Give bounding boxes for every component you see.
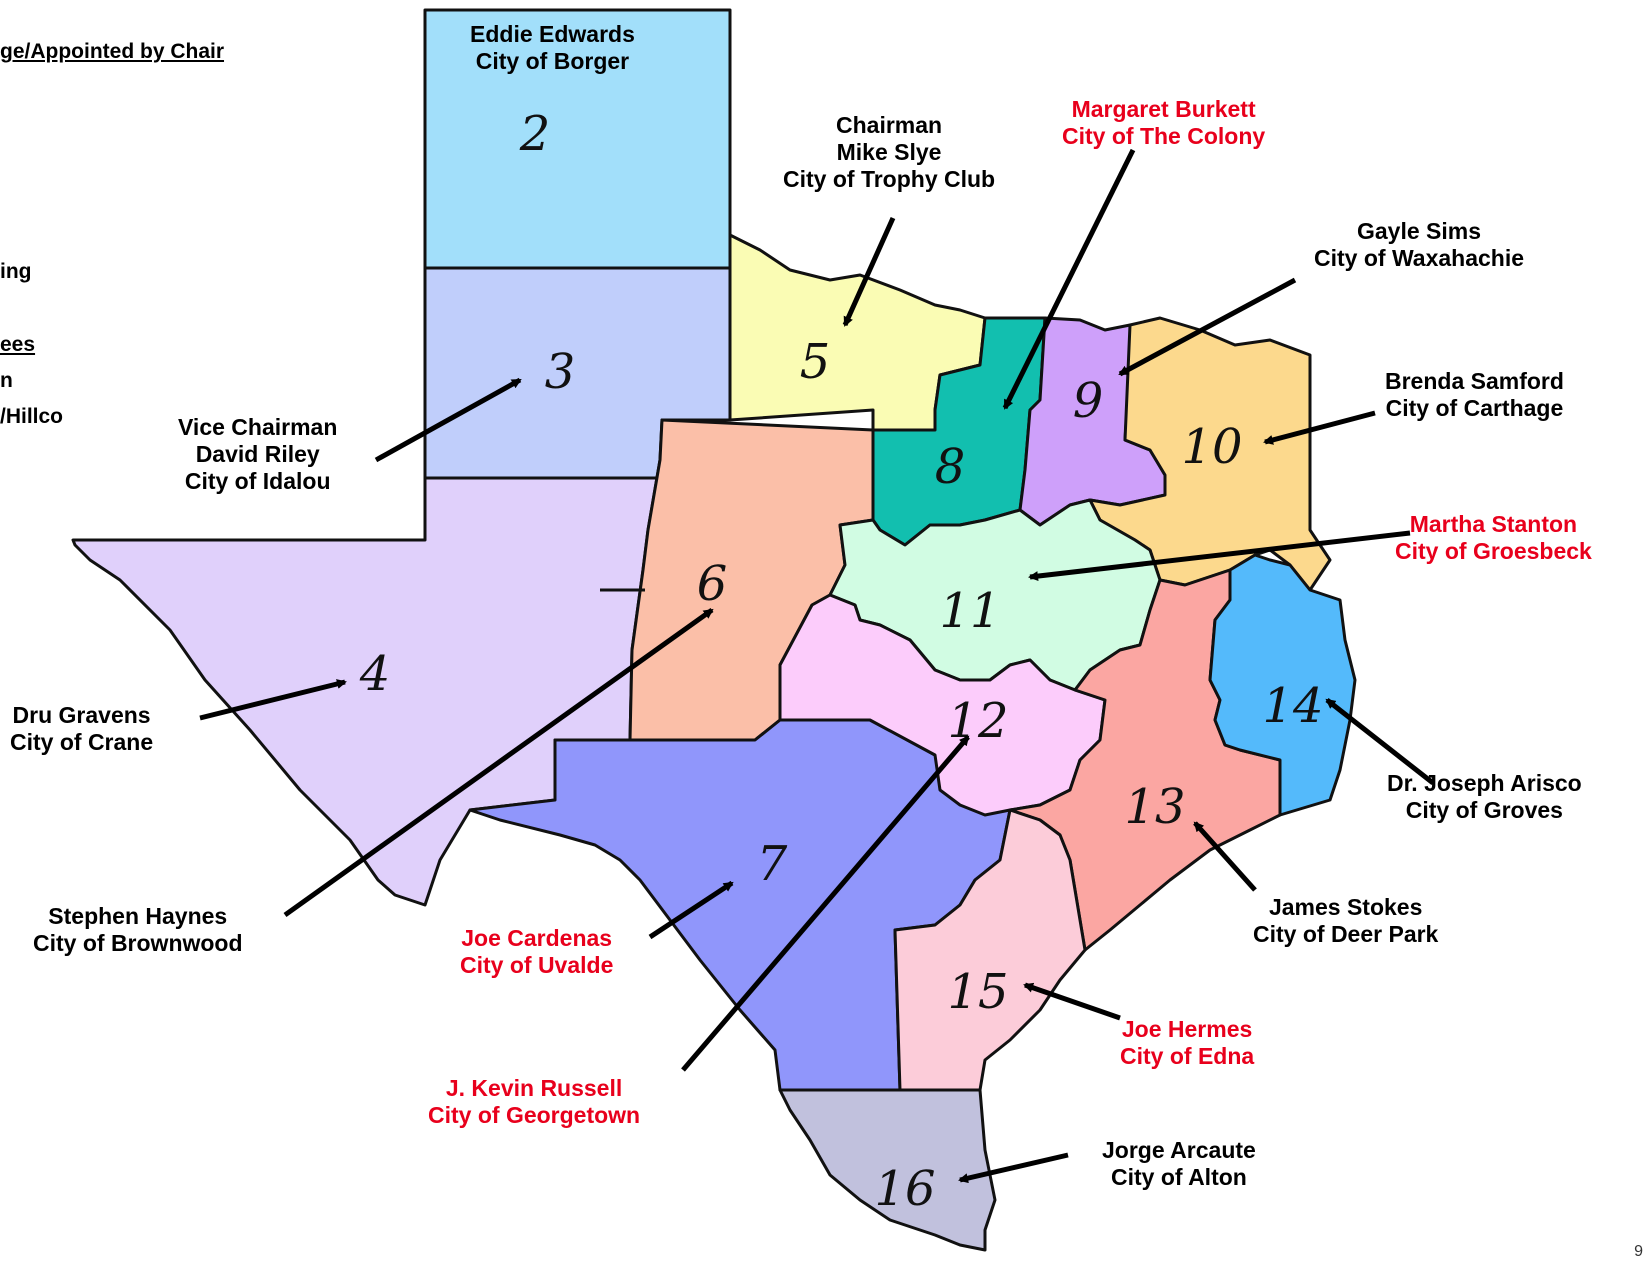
region-number-11: 15 [947,964,1008,1020]
label-region-2: Eddie Edwards City of Borger [470,21,635,75]
label-region-16: Dr. Joseph Arisco City of Groves [1387,770,1582,824]
label-region-12: Jorge Arcaute City of Alton [1102,1137,1256,1191]
arrow-region-5 [842,216,896,327]
label-region-15: Brenda Samford City of Carthage [1385,368,1564,422]
label-city: City of Waxahachie [1314,245,1525,271]
region-16[interactable] [1208,553,1357,817]
label-name: Gayle Sims [1357,218,1482,244]
arrow-region-16 [1325,698,1435,785]
left-panel-line: ing [0,260,32,283]
arrow-region-3 [374,377,522,463]
label-region-13: Gayle Sims City of Waxahachie [1314,218,1524,272]
left-panel-heading: ge/Appointed by Chair [0,40,225,63]
label-title: Vice Chairman [178,414,338,440]
label-name: David Riley [195,441,320,467]
label-city: City of Carthage [1385,395,1564,421]
arrow-region-13 [1118,277,1297,377]
label-region-8: Margaret Burkett City of The Colony [1062,96,1265,150]
label-region-9: Martha Stanton City of Groesbeck [1395,511,1592,565]
label-title: Chairman [836,112,943,138]
label-city: City of Alton [1110,1164,1247,1190]
label-region-4: Dru Gravens City of Crane [10,702,153,756]
left-panel-line: n [0,369,13,392]
label-city: City of Borger [475,48,630,74]
label-region-11: Joe Hermes City of Edna [1120,1016,1254,1070]
region-number-5: 5 [800,334,831,390]
region-number-6: 6 [697,556,728,612]
label-region-10: J. Kevin Russell City of Georgetown [428,1075,640,1129]
label-region-6: Stephen Haynes City of Brownwood [33,903,243,957]
arrow-region-6 [283,607,714,918]
label-city: City of Crane [10,729,154,755]
arrow-region-7 [648,880,734,940]
region-11[interactable] [893,808,1087,1092]
arrow-region-4 [199,679,347,721]
region-number-15: 10 [1181,419,1242,475]
region-number-9: 11 [939,583,1000,639]
region-number-10: 12 [947,693,1008,749]
region-number-3: 3 [545,344,576,400]
label-city: City of Uvalde [460,952,614,978]
label-city: City of Groves [1405,797,1563,823]
pointer-arrows [199,148,1435,1184]
label-city: City of Deer Park [1253,921,1439,947]
arrow-region-14 [1193,821,1257,892]
arrow-region-15 [1263,410,1376,445]
arrow-region-8 [1002,148,1136,410]
label-name: Joe Cardenas [461,925,613,951]
label-city: City of Trophy Club [783,166,996,192]
arrow-region-11 [1023,982,1121,1021]
label-name: Margaret Burkett [1071,96,1256,122]
region-number-7: 7 [757,836,788,892]
region-number-2: 2 [519,106,551,162]
label-region-3: Vice Chairman David Riley City of Idalou [178,414,337,495]
label-name: Stephen Haynes [48,903,228,929]
label-name: Eddie Edwards [470,21,635,47]
region-12[interactable] [778,1088,997,1252]
label-name: Mike Slye [836,139,942,165]
label-name: Joe Hermes [1121,1016,1253,1042]
label-city: City of The Colony [1062,123,1266,149]
label-name: James Stokes [1268,894,1423,920]
arrow-region-12 [958,1152,1069,1184]
arrow-region-9 [1028,530,1411,582]
region-number-12: 16 [874,1161,935,1217]
label-city: City of Edna [1120,1043,1255,1069]
region-number-16: 14 [1262,678,1323,734]
page-number: 9 [1634,1243,1643,1260]
label-city: City of Brownwood [33,930,243,956]
label-name: Brenda Samford [1385,368,1564,394]
region-number-8: 8 [935,439,966,495]
arrow-region-10 [681,735,970,1072]
region-number-4: 4 [359,646,391,702]
label-region-5: Chairman Mike Slye City of Trophy Club [783,112,995,193]
label-city: City of Groesbeck [1395,538,1592,564]
left-panel-line: /Hillco [0,405,64,428]
label-name: Martha Stanton [1409,511,1578,537]
left-panel-subheading: ees [0,333,36,356]
label-name: J. Kevin Russell [445,1075,623,1101]
label-region-14: James Stokes City of Deer Park [1253,894,1438,948]
label-name: Dr. Joseph Arisco [1387,770,1582,796]
label-name: Jorge Arcaute [1102,1137,1256,1163]
label-city: City of Idalou [184,468,331,494]
label-city: City of Georgetown [428,1102,641,1128]
label-region-7: Joe Cardenas City of Uvalde [460,925,613,979]
label-name: Dru Gravens [12,702,151,728]
region-number-13: 9 [1073,373,1104,429]
region-number-14: 13 [1124,779,1185,835]
region-numbers: 2 3 4 5 6 7 8 11 12 15 16 9 13 10 14 [359,106,1324,1217]
